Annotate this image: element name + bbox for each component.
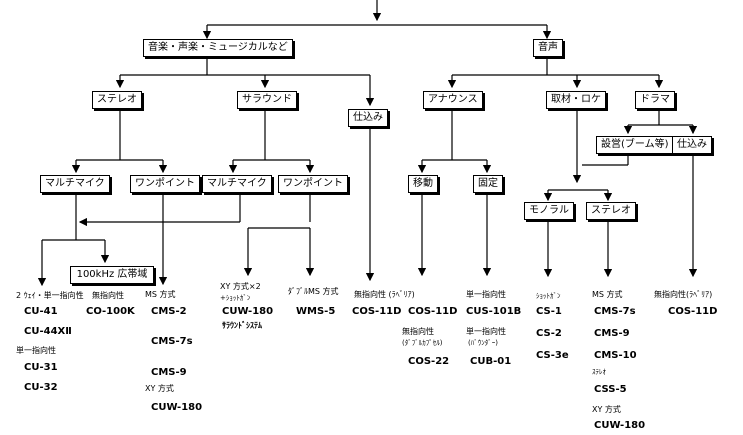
product-surround-system: ｻﾗｳﾝﾄﾞｼｽﾃﾑ xyxy=(222,321,262,330)
caption-ms-location: MS 方式 xyxy=(592,290,623,299)
node-shikomi-drama: 仕込み xyxy=(672,136,712,154)
product-cs-3e: CS-3e xyxy=(536,350,569,361)
product-cms-7s: CMS-7s xyxy=(151,336,193,347)
node-shuzai: 取材・ロケ xyxy=(546,91,606,109)
caption-ms: MS 方式 xyxy=(145,290,176,299)
product-cu-31: CU-31 xyxy=(24,362,58,373)
product-cos-22: COS-22 xyxy=(408,356,450,367)
product-cs-2: CS-2 xyxy=(536,328,562,339)
caption-omni-double: 無指向性 xyxy=(402,327,434,336)
node-music: 音楽・声楽・ミュージカルなど xyxy=(143,39,293,57)
node-mono: モノラル xyxy=(524,202,574,220)
node-voice: 音声 xyxy=(533,39,563,57)
product-cuw-180: CUW-180 xyxy=(151,402,203,413)
node-surround: サラウンド xyxy=(237,91,297,109)
product-cms-10: CMS-10 xyxy=(594,350,637,361)
product-cuw-180-location: CUW-180 xyxy=(594,420,646,431)
caption-xy: XY 方式 xyxy=(145,384,174,393)
node-multi-mic-surround: マルチマイク xyxy=(202,175,272,193)
node-idou: 移動 xyxy=(408,175,438,193)
product-cuw-180-surround: CUW-180 xyxy=(222,306,274,317)
caption-xy-location: XY 方式 xyxy=(592,405,621,414)
product-cu-41: CU-41 xyxy=(24,306,58,317)
product-cos-11d-announce: COS-11D xyxy=(408,306,458,317)
caption-omni-lavalier: 無指向性 (ﾗﾍﾞﾘｱ) xyxy=(354,290,415,299)
caption-omni: 無指向性 xyxy=(92,291,124,300)
product-co-100k: CO-100K xyxy=(86,306,135,317)
caption-xy-x2: XY 方式×2 xyxy=(220,282,261,291)
product-cu-44x2: CU-44XⅡ xyxy=(24,326,72,337)
node-onepoint-surround: ワンポイント xyxy=(278,175,348,193)
node-shikomi: 仕込み xyxy=(348,109,388,127)
caption-cardioid-boundary: 単一指向性 xyxy=(466,327,506,336)
product-cos-11d-drama: COS-11D xyxy=(668,306,718,317)
product-cos-11d: COS-11D xyxy=(352,306,402,317)
caption-double-capsule: (ﾀﾞﾌﾞﾙｶﾌﾟｾﾙ) xyxy=(402,339,443,347)
caption-stereo-location: ｽﾃﾚｵ xyxy=(592,368,606,376)
product-wms-5: WMS-5 xyxy=(296,306,336,317)
caption-cardioid-fixed: 単一指向性 xyxy=(466,290,506,299)
product-cms-7s-location: CMS-7s xyxy=(594,306,636,317)
product-cms-2: CMS-2 xyxy=(151,306,187,317)
product-cms-9: CMS-9 xyxy=(151,367,187,378)
caption-omni-lavalier-drama: 無指向性(ﾗﾍﾞﾘｱ) xyxy=(654,290,713,299)
node-onepoint-stereo: ワンポイント xyxy=(130,175,200,193)
product-css-5: CSS-5 xyxy=(594,384,627,395)
node-announce: アナウンス xyxy=(423,91,483,109)
product-cu-32: CU-32 xyxy=(24,382,58,393)
product-cms-9-location: CMS-9 xyxy=(594,328,630,339)
product-cs-1: CS-1 xyxy=(536,306,562,317)
caption-double-ms: ﾀﾞﾌﾞﾙMS 方式 xyxy=(288,287,339,296)
node-stereo: ステレオ xyxy=(92,91,142,109)
caption-shotgun: ｼｮｯﾄｶﾞﾝ xyxy=(536,292,561,300)
caption-shotgun-plus: +ｼｮｯﾄｶﾞﾝ xyxy=(220,294,251,302)
caption-cardioid: 単一指向性 xyxy=(16,346,56,355)
node-100khz: 100kHz 広帯域 xyxy=(70,266,154,284)
node-kotei: 固定 xyxy=(473,175,503,193)
product-cus-101b: CUS-101B xyxy=(466,306,522,317)
caption-2way-cardioid: 2 ｳｪｲ・単一指向性 xyxy=(16,291,84,300)
node-setsuei: 設営(ブーム等) xyxy=(596,136,674,154)
product-cub-01: CUB-01 xyxy=(470,356,512,367)
node-drama: ドラマ xyxy=(635,91,675,109)
caption-boundary: (ﾊﾞｳﾝﾀﾞｰ) xyxy=(468,339,498,347)
node-stereo-location: ステレオ xyxy=(586,202,636,220)
node-multi-mic-stereo: マルチマイク xyxy=(40,175,110,193)
